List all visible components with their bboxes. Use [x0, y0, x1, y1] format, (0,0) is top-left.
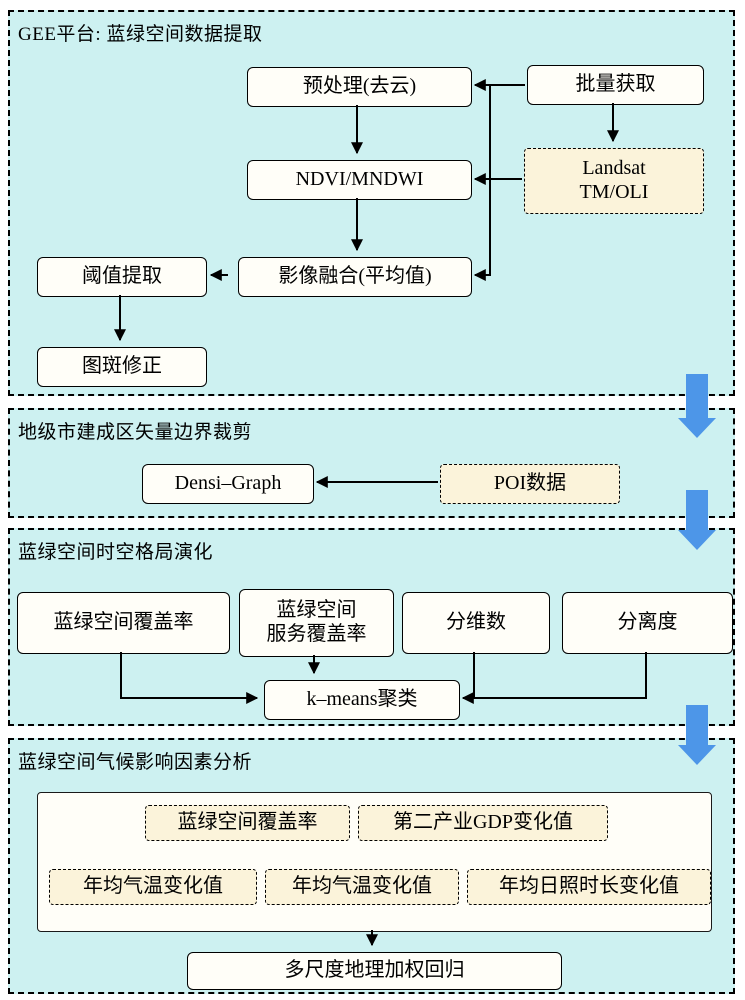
box-factor-temperature-1-label: 年均气温变化值: [83, 875, 223, 898]
box-preprocess-label: 预处理(去云): [302, 75, 417, 98]
box-factor-gdp-label: 第二产业GDP变化值: [392, 811, 573, 834]
box-poi-data-label: POI数据: [493, 472, 567, 495]
panel-pattern-evolution: 蓝绿空间时空格局演化 蓝绿空间覆盖率 蓝绿空间 服务覆盖率 分维数 分离度 k–…: [8, 528, 735, 726]
box-fractal-dimension: 分维数: [402, 592, 550, 654]
box-factor-sunshine-label: 年均日照时长变化值: [499, 875, 679, 898]
box-image-fusion: 影像融合(平均值): [238, 257, 472, 297]
box-factor-bg-coverage-label: 蓝绿空间覆盖率: [177, 811, 318, 834]
box-kmeans: k–means聚类: [264, 680, 460, 720]
box-factor-bg-coverage: 蓝绿空间覆盖率: [145, 805, 350, 841]
panel1-title: GEE平台: 蓝绿空间数据提取: [18, 24, 263, 45]
box-densi-graph: Densi–Graph: [142, 464, 314, 504]
box-factor-temperature-2-label: 年均气温变化值: [292, 875, 432, 898]
box-separation-degree: 分离度: [562, 592, 733, 654]
box-landsat: Landsat TM/OLI: [524, 148, 704, 214]
panel4-title: 蓝绿空间气候影响因素分析: [18, 752, 253, 773]
box-bg-service-coverage-line2: 服务覆盖率: [266, 623, 367, 645]
box-factor-gdp: 第二产业GDP变化值: [358, 805, 608, 841]
box-separation-degree-label: 分离度: [617, 611, 678, 634]
panel3-title: 蓝绿空间时空格局演化: [18, 542, 214, 563]
box-fractal-dimension-label: 分维数: [446, 611, 506, 634]
factor-container: 蓝绿空间覆盖率 第二产业GDP变化值 年均气温变化值 年均气温变化值 年均日照时…: [37, 792, 712, 932]
box-bg-service-coverage-line1: 蓝绿空间: [276, 599, 357, 622]
panel-boundary-clipping: 地级市建成区矢量边界裁剪 Densi–Graph POI数据: [8, 408, 735, 518]
box-threshold-extract-label: 阈值提取: [82, 265, 162, 288]
box-bg-coverage-label: 蓝绿空间覆盖率: [53, 611, 194, 634]
box-landsat-label-line1: Landsat: [582, 157, 646, 180]
box-patch-correction-label: 图斑修正: [82, 355, 162, 378]
box-factor-temperature-1: 年均气温变化值: [49, 869, 257, 905]
box-kmeans-label: k–means聚类: [306, 688, 418, 711]
box-mgwr-label: 多尺度地理加权回归: [284, 959, 465, 982]
box-ndvi-mndwi-label: NDVI/MNDWI: [295, 168, 424, 191]
box-threshold-extract: 阈值提取: [37, 257, 207, 297]
box-preprocess: 预处理(去云): [247, 67, 472, 107]
box-batch-acquire-label: 批量获取: [575, 73, 656, 96]
box-image-fusion-label: 影像融合(平均值): [278, 265, 432, 288]
panel-climate-factor-analysis: 蓝绿空间气候影响因素分析 蓝绿空间覆盖率 第二产业GDP变化值 年均气温变化值 …: [8, 738, 735, 994]
box-densi-graph-label: Densi–Graph: [174, 472, 282, 495]
box-patch-correction: 图斑修正: [37, 347, 207, 387]
box-batch-acquire: 批量获取: [527, 65, 704, 105]
box-factor-temperature-2: 年均气温变化值: [265, 869, 459, 905]
box-poi-data: POI数据: [440, 464, 620, 504]
box-factor-sunshine: 年均日照时长变化值: [467, 869, 711, 905]
box-mgwr: 多尺度地理加权回归: [187, 952, 562, 990]
box-ndvi-mndwi: NDVI/MNDWI: [247, 160, 472, 200]
box-bg-service-coverage: 蓝绿空间 服务覆盖率: [239, 589, 394, 657]
box-landsat-label-line2: TM/OLI: [579, 181, 649, 203]
panel-gee-extraction: GEE平台: 蓝绿空间数据提取 预处理(去云) 批量获取 NDVI/MNDWI …: [8, 10, 735, 396]
box-bg-coverage: 蓝绿空间覆盖率: [17, 592, 230, 654]
panel2-title: 地级市建成区矢量边界裁剪: [18, 422, 253, 443]
